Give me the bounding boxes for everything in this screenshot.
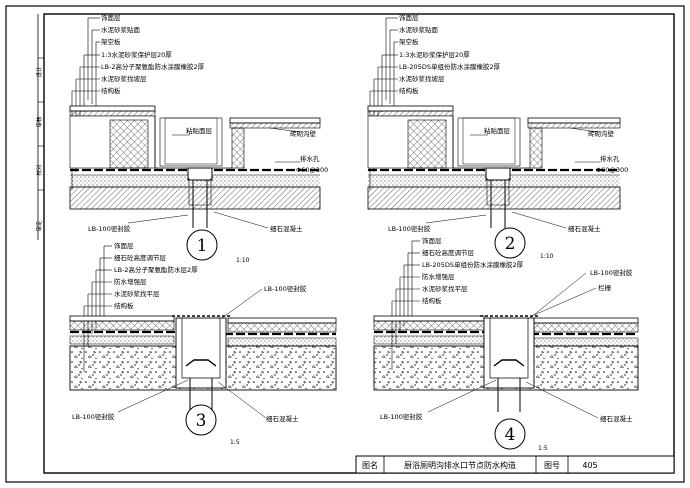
title-block-name-label: 图名	[362, 460, 378, 470]
layer-label: 饰面层	[422, 236, 442, 245]
callout-label: LB-100密封胶	[88, 224, 131, 233]
layer-label: 结构板	[114, 301, 134, 310]
callout-label: 细石混凝土	[270, 224, 303, 233]
margin-label: 审定	[35, 220, 43, 232]
detail-number-circle	[494, 418, 526, 450]
layer-label: LB-205DS单组份防水涂膜橡胶2厚	[422, 260, 524, 269]
layer-label: 结构板	[399, 86, 419, 95]
layer-label: 饰面层	[114, 241, 134, 250]
layer-label: 水泥砂浆找坡层	[399, 74, 445, 83]
layer-label: 细石砼高度调节层	[422, 248, 475, 257]
layer-label: 水泥砂浆找平层	[422, 284, 468, 293]
callout-label: 细石混凝土	[600, 414, 633, 423]
detail-number: 2	[505, 234, 516, 254]
drawing-title: 厨浴厕明沟排水口节点防水构造	[404, 460, 516, 470]
margin-label: 设计	[35, 66, 43, 78]
detail-number: 4	[505, 425, 516, 445]
layer-label: 结构板	[422, 296, 442, 305]
margin-label: 校对	[35, 164, 43, 176]
detail-2: 饰面层 水泥砂浆贴面 架空板 1:3水泥砂浆保护层20厚 LB-205DS单组份…	[367, 13, 628, 259]
layer-label: 1:3水泥砂浆保护层20厚	[399, 50, 470, 59]
layer-label: 水泥砂浆贴面	[399, 25, 439, 34]
callout-label: 细石混凝土	[266, 414, 299, 423]
detail-3: 饰面层 细石砼高度调节层 LB-2高分子聚氨酯防水层2厚 防水增强层 水泥砂浆找…	[69, 241, 337, 446]
detail-number: 1	[197, 236, 208, 256]
callout-label: LB-100密封胶	[590, 268, 633, 277]
detail-1: 饰面层 水泥砂浆贴面 架空板 1:3水泥砂浆保护层20厚 LB-2高分子聚氨酯防…	[69, 13, 328, 261]
callout-label: Φ60@300	[296, 166, 328, 174]
outer-border	[5, 5, 685, 483]
scale-label: 1:5	[230, 439, 240, 446]
layer-label: 架空板	[399, 37, 419, 46]
layer-label: 架空板	[101, 37, 121, 46]
detail-number-circle	[185, 404, 217, 436]
layer-label: 防水增强层	[114, 277, 147, 286]
callout-label: LB-100密封胶	[388, 224, 431, 233]
callout-label: 砖砌沟壁	[290, 129, 317, 138]
callout-label: 粘贴面层	[186, 126, 213, 135]
margin-strip: 设计 审核 校对 审定	[35, 57, 44, 232]
layer-label: 饰面层	[101, 13, 121, 22]
title-block: 图名 厨浴厕明沟排水口节点防水构造 图号 405	[355, 455, 675, 474]
layer-label: 水泥砂浆找坡层	[101, 74, 147, 83]
callout-label: LB-100密封胶	[264, 284, 307, 293]
title-block-number-label: 图号	[544, 461, 560, 470]
layer-label: LB-2高分子聚氨酯防水涂膜橡胶2厚	[101, 62, 205, 71]
detail-4: 饰面层 细石砼高度调节层 LB-205DS单组份防水涂膜橡胶2厚 防水增强层 水…	[373, 236, 639, 452]
callout-label: 砖砌沟壁	[588, 129, 615, 138]
callout-label: 排水孔	[300, 154, 320, 163]
callout-label: 栏栅	[598, 283, 612, 292]
detail-number-circle	[494, 227, 526, 259]
scale-label: 1:5	[538, 445, 548, 452]
margin-label: 审核	[35, 116, 43, 128]
callout-label: 排水孔	[600, 154, 620, 163]
callout-label: 细石混凝土	[568, 224, 601, 233]
layer-label: 防水增强层	[422, 272, 455, 281]
layer-label: 结构板	[101, 86, 121, 95]
detail-number: 3	[196, 411, 207, 431]
callout-label: Φ60@300	[596, 166, 628, 174]
scale-label: 1:10	[540, 253, 554, 260]
callout-label: LB-100密封胶	[72, 412, 115, 421]
scale-label: 1:10	[236, 257, 250, 264]
layer-label: LB-205DS单组份防水涂膜橡胶2厚	[399, 62, 501, 71]
layer-label: 细石砼高度调节层	[114, 253, 167, 262]
callout-label: LB-100密封胶	[380, 412, 423, 421]
layer-label: 饰面层	[399, 13, 419, 22]
detail-number-circle	[186, 229, 218, 261]
layer-label: 水泥砂浆贴面	[101, 25, 141, 34]
layer-label: LB-2高分子聚氨酯防水层2厚	[114, 265, 198, 274]
layer-label: 1:3水泥砂浆保护层20厚	[101, 50, 172, 59]
layer-label: 水泥砂浆找平层	[114, 289, 160, 298]
drawing-number: 405	[582, 461, 597, 470]
callout-label: 粘贴面层	[484, 126, 511, 135]
